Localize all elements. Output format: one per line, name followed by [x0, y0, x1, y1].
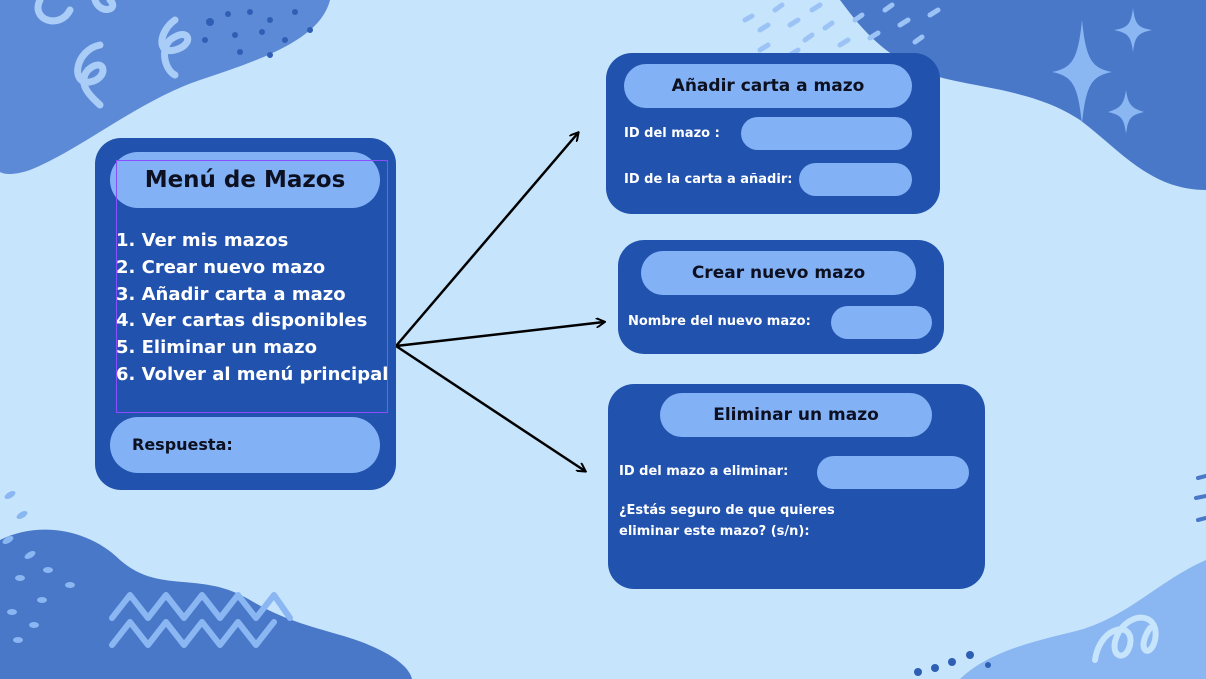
menu-item-add-card[interactable]: 3. Añadir carta a mazo [116, 283, 346, 305]
selection-box [116, 160, 388, 413]
create-deck-title: Crear nuevo mazo [641, 251, 916, 295]
answer-label: Respuesta: [132, 435, 233, 454]
arrow-to-add-card [395, 133, 578, 347]
menu-item-view-cards[interactable]: 4. Ver cartas disponibles [116, 310, 368, 332]
top-left-squiggle [34, 0, 74, 25]
deck-menu-title-text: Menú de Mazos [144, 167, 346, 193]
delete-deck-title-text: Eliminar un mazo [713, 405, 879, 425]
menu-item-delete-deck[interactable]: 5. Eliminar un mazo [116, 337, 317, 359]
deck-menu-options: 1. Ver mis mazos 2. Crear nuevo mazo 3. … [116, 228, 388, 389]
add-card-deck-id-label: ID del mazo : [624, 126, 720, 141]
top-right-blob [840, 0, 1206, 190]
arrow-to-delete-deck [395, 344, 585, 471]
sparkle-icon [1052, 20, 1112, 124]
menu-item-view-decks[interactable]: 1. Ver mis mazos [116, 230, 289, 251]
top-left-blob [0, 0, 330, 175]
answer-field[interactable]: Respuesta: [110, 417, 380, 473]
add-card-title: Añadir carta a mazo [624, 64, 912, 108]
create-deck-name-label: Nombre del nuevo mazo: [628, 314, 811, 329]
zigzag-decoration [109, 592, 293, 621]
add-card-card-id-label: ID de la carta a añadir: [624, 172, 793, 187]
add-card-title-text: Añadir carta a mazo [671, 76, 865, 96]
menu-item-back-main-menu[interactable]: 6. Volver al menú principal [116, 363, 389, 385]
delete-deck-id-input[interactable] [817, 456, 969, 489]
menu-item-create-deck[interactable]: 2. Crear nuevo mazo [116, 256, 326, 278]
delete-deck-confirm-line1: ¿Estás seguro de que quieres [619, 503, 835, 518]
add-card-card-id-input[interactable] [799, 163, 912, 196]
add-card-deck-id-input[interactable] [741, 117, 912, 150]
delete-deck-confirm-line2: eliminar este mazo? (s/n): [619, 524, 810, 539]
delete-deck-id-label: ID del mazo a eliminar: [619, 464, 789, 479]
delete-deck-title: Eliminar un mazo [660, 393, 932, 437]
create-deck-name-input[interactable] [831, 306, 932, 339]
deck-menu-title: Menú de Mazos [110, 152, 380, 208]
create-deck-title-text: Crear nuevo mazo [691, 263, 866, 283]
bottom-right-blob [960, 560, 1206, 679]
arrow-to-create-deck [395, 322, 604, 348]
